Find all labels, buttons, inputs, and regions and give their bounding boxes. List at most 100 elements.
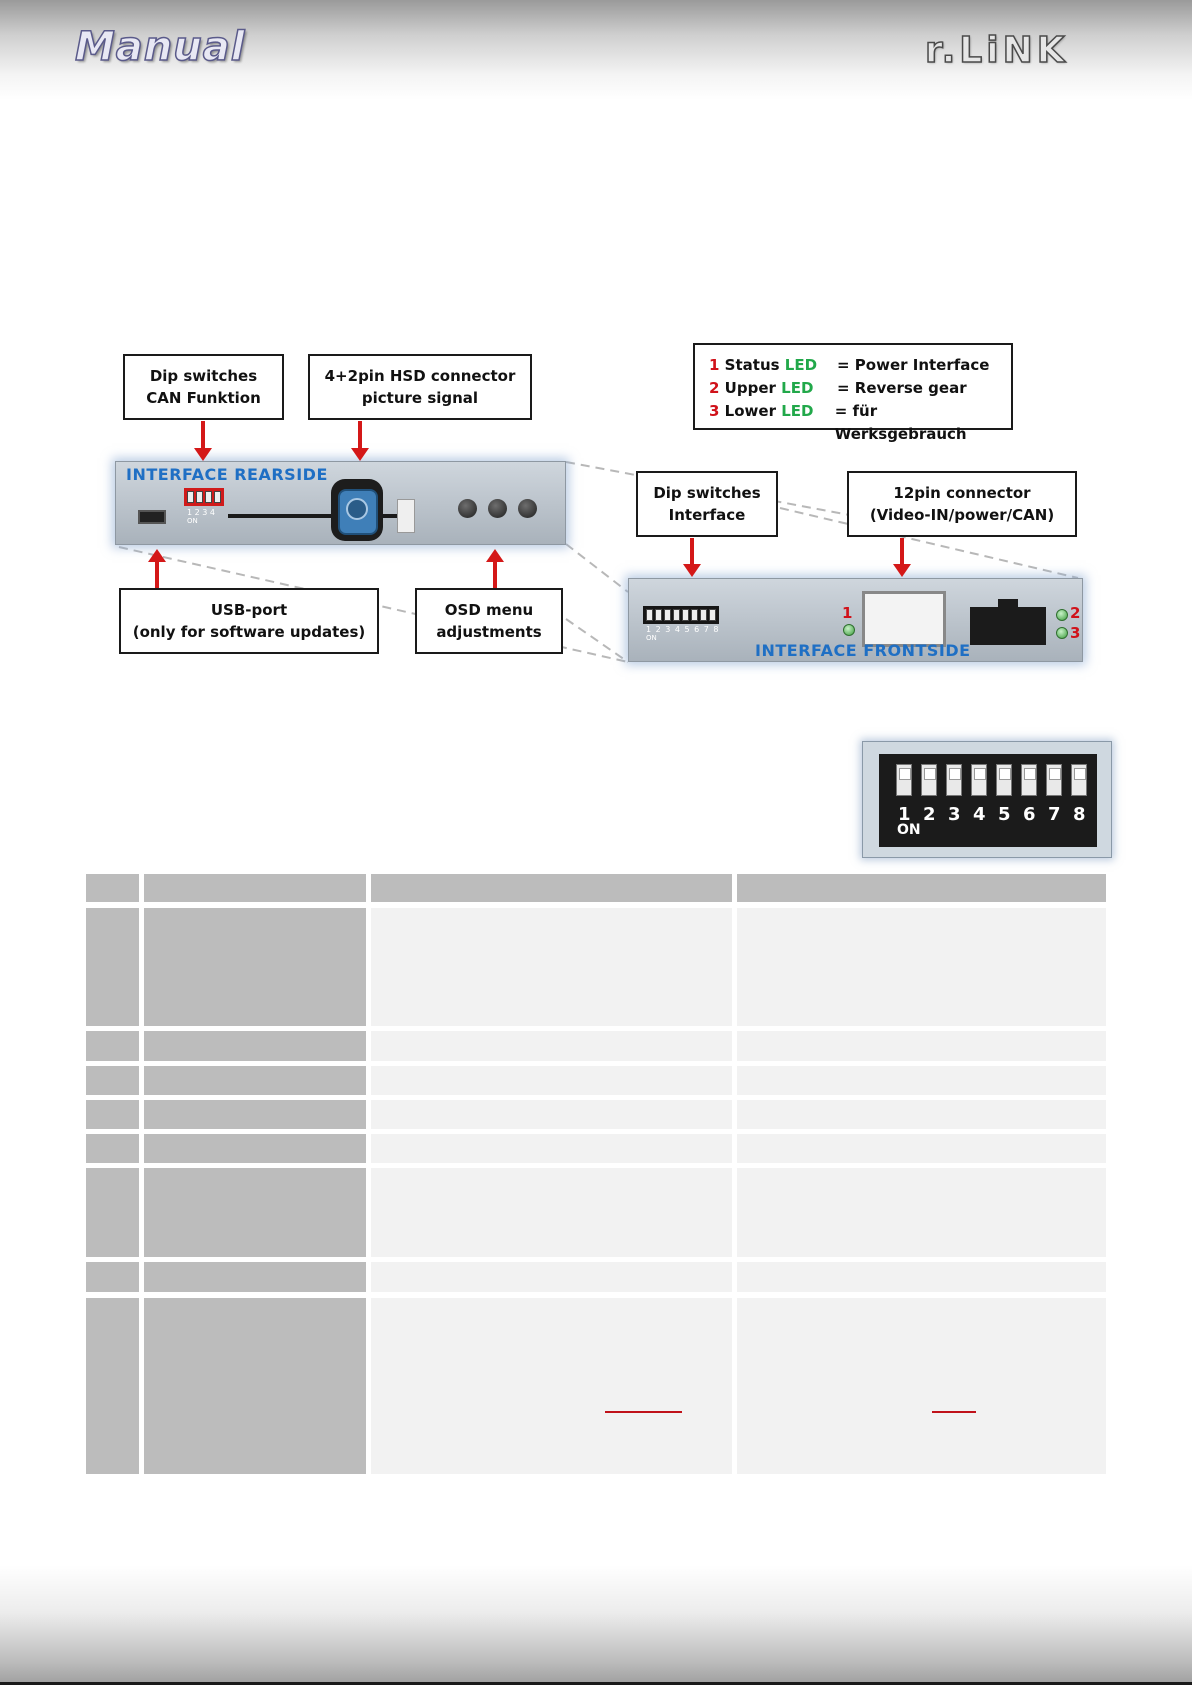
serial-sticker [397, 499, 415, 533]
antenna-cable [228, 514, 398, 518]
callout-line: Interface [668, 506, 746, 524]
rear-dip-on-label: ON [187, 517, 198, 525]
table-cell [371, 1134, 732, 1163]
arrow-12pin [893, 538, 911, 577]
table-cell [737, 874, 1106, 902]
dip-switch-lever [1046, 764, 1062, 796]
brand-logo: r.LiNK [924, 29, 1069, 72]
callout-usb-port: USB-port (only for software updates) [119, 588, 379, 654]
dip-number: 8 [1073, 804, 1086, 825]
osd-button-3 [518, 499, 537, 518]
table-cell [144, 1262, 366, 1292]
table-cell [86, 1100, 139, 1129]
legend-number: 3 [709, 402, 720, 420]
table-cell [371, 1031, 732, 1061]
dip-number: 7 [1048, 804, 1061, 825]
callout-line: picture signal [361, 389, 479, 407]
dip-number: 3 [948, 804, 961, 825]
red-underline [932, 1411, 976, 1413]
usb-port-icon [138, 510, 166, 524]
dip-number: 1 [898, 804, 911, 825]
legend-number: 2 [709, 379, 720, 397]
table-cell [371, 1262, 732, 1292]
table-cell [86, 1066, 139, 1095]
callout-dip-switches-can: Dip switches CAN Funktion [123, 354, 284, 420]
table-cell [737, 908, 1106, 1026]
legend-row: 3 Lower LED = für Werksgebrauch [709, 400, 1011, 446]
hsd-plug-icon [346, 498, 368, 520]
legend-desc: = für Werksgebrauch [834, 402, 967, 443]
arrow-dip-interface [683, 538, 701, 577]
dip-switch-photo-body: 1 2 3 4 5 6 7 8 ON [879, 754, 1097, 847]
table-row [86, 1031, 1106, 1061]
dip-switch [646, 609, 653, 621]
table-cell [86, 1168, 139, 1257]
arrow-hsd [351, 421, 369, 461]
table-cell [144, 1134, 366, 1163]
dip-switch [709, 609, 716, 621]
dip-switch-photo: 1 2 3 4 5 6 7 8 ON [862, 741, 1112, 858]
table-cell [371, 1298, 732, 1474]
power-connector-icon [970, 607, 1046, 645]
lower-led-icon [1056, 627, 1068, 639]
dip-switch [682, 609, 689, 621]
led-number-3: 3 [1070, 624, 1081, 642]
callout-line: USB-port [210, 601, 288, 619]
table-cell [371, 1168, 732, 1257]
dip-switch-lever [1071, 764, 1087, 796]
dip-switch [196, 491, 203, 503]
osd-button-1 [458, 499, 477, 518]
table-row [86, 1100, 1106, 1129]
arrow-osd [486, 549, 504, 588]
dip-switch [655, 609, 662, 621]
dip-on-label: ON [897, 822, 921, 838]
manual-title: Manual [74, 23, 246, 71]
table-row [86, 1168, 1106, 1257]
dip-switch-lever [896, 764, 912, 796]
led-number-1: 1 [842, 604, 853, 622]
callout-line: (only for software updates) [132, 623, 366, 641]
table-cell [737, 1134, 1106, 1163]
dip-switch-lever [996, 764, 1012, 796]
rear-dip-numbers: 1 2 3 4 [187, 508, 215, 517]
table-row [86, 1298, 1106, 1474]
legend-led: LED [781, 402, 814, 420]
callout-line: CAN Funktion [146, 389, 261, 407]
callout-hsd-connector: 4+2pin HSD connector picture signal [308, 354, 532, 420]
table-cell [86, 874, 139, 902]
table-cell [737, 1262, 1106, 1292]
dip-number: 6 [1023, 804, 1036, 825]
callout-12pin-connector: 12pin connector (Video-IN/power/CAN) [847, 471, 1077, 537]
status-led-icon [843, 624, 855, 636]
interface-rearside-panel: INTERFACE REARSIDE 1 2 3 4 ON [115, 461, 566, 545]
callout-line: OSD menu [444, 601, 534, 619]
12pin-connector-icon [862, 591, 946, 647]
dip-switch [205, 491, 212, 503]
led-number-2: 2 [1070, 604, 1081, 622]
dip-number: 4 [973, 804, 986, 825]
table-cell [86, 1031, 139, 1061]
callout-dip-switches-interface: Dip switches Interface [636, 471, 778, 537]
table-cell [144, 908, 366, 1026]
legend-row: 2 Upper LED = Reverse gear [709, 377, 1011, 400]
table-row [86, 1134, 1106, 1163]
callout-line: (Video-IN/power/CAN) [869, 506, 1055, 524]
front-dip-numbers: 1 2 3 4 5 6 7 8 [646, 625, 720, 634]
dip-switch-lever [921, 764, 937, 796]
dip-switch [214, 491, 221, 503]
table-header-row [86, 874, 1106, 902]
red-underline [605, 1411, 682, 1413]
osd-button-2 [488, 499, 507, 518]
legend-desc: = Reverse gear [837, 379, 967, 397]
callout-line: 4+2pin HSD connector [324, 367, 516, 385]
table-cell [371, 1100, 732, 1129]
callout-osd-menu: OSD menu adjustments [415, 588, 563, 654]
table-cell [86, 1134, 139, 1163]
table-row [86, 1262, 1106, 1292]
footer-rule [0, 1682, 1192, 1685]
dip-switch [700, 609, 707, 621]
table-cell [86, 1262, 139, 1292]
table-cell [144, 1100, 366, 1129]
legend-name: Upper [724, 379, 776, 397]
